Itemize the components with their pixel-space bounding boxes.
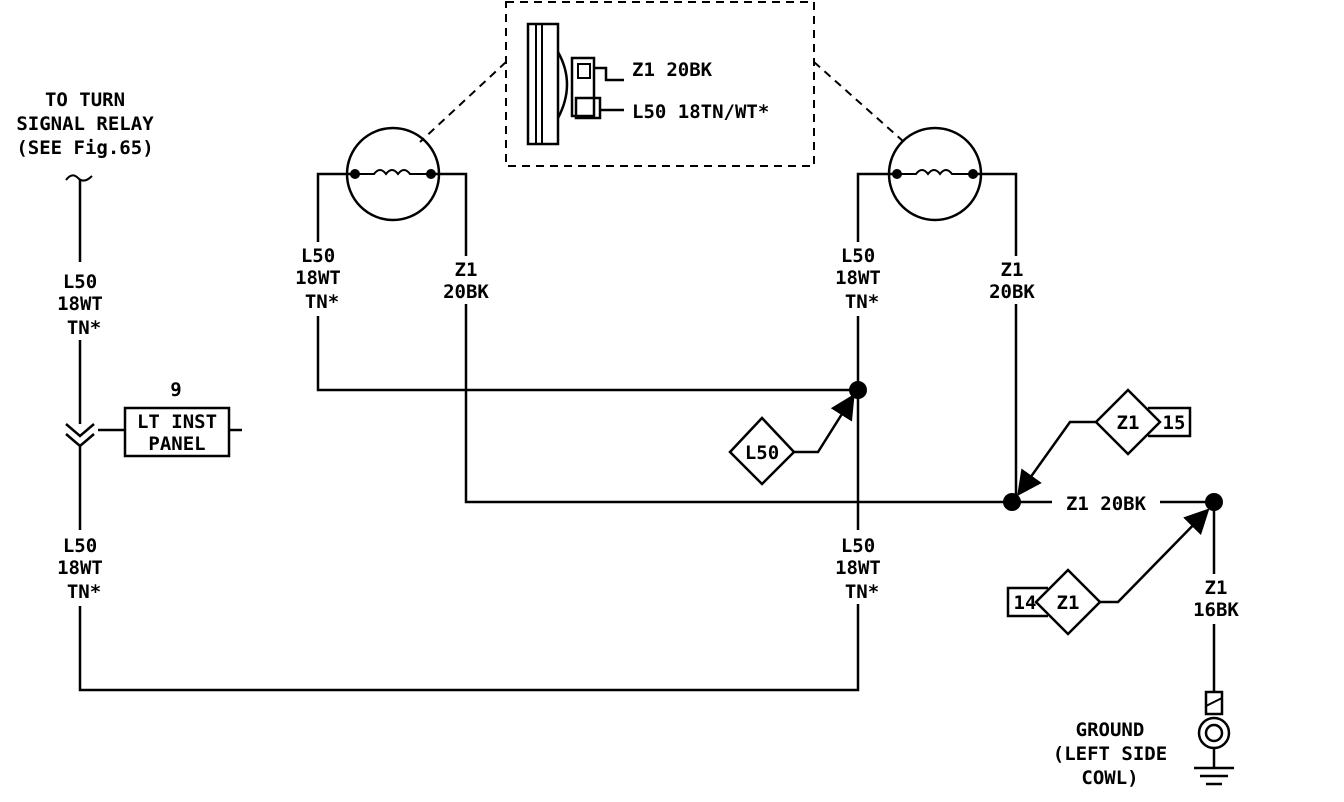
ground-wire-label: Z1 16BK	[1193, 577, 1239, 621]
splice-tag-z1-bottom: Z1 14	[1006, 568, 1102, 636]
connector-number: 9	[170, 379, 181, 401]
splice-tag-l50: L50	[728, 416, 796, 486]
filament-icon	[355, 169, 431, 176]
left-wire-lower-label: L50 18WT TN*	[57, 535, 103, 603]
lamp-left	[345, 126, 441, 222]
splice-dot-l50	[849, 381, 867, 399]
socket-wire-1-label: Z1 20BK	[632, 59, 713, 81]
svg-text:TN*: TN*	[67, 317, 101, 339]
relay-note-line-2: SIGNAL RELAY	[16, 113, 154, 135]
relay-note-line-3: (SEE Fig.65)	[16, 137, 153, 159]
svg-text:18WT: 18WT	[57, 557, 103, 579]
left-lamp-feed-wire	[316, 316, 858, 392]
svg-text:TN*: TN*	[305, 291, 339, 313]
svg-text:14: 14	[1014, 592, 1037, 614]
svg-text:L50: L50	[841, 535, 875, 557]
connector-box	[123, 406, 231, 458]
svg-text:Z1: Z1	[1001, 259, 1024, 281]
left-wire-upper-label: L50 18WT TN*	[57, 271, 103, 339]
svg-text:COWL): COWL)	[1081, 767, 1138, 789]
bus-wire-label: Z1 20BK	[1066, 493, 1147, 515]
svg-text:18WT: 18WT	[835, 557, 881, 579]
svg-text:L50: L50	[63, 271, 97, 293]
wire-break-symbol	[65, 174, 93, 182]
svg-text:L50: L50	[841, 245, 875, 267]
svg-text:Z1: Z1	[1205, 577, 1228, 599]
lamp-right	[887, 126, 983, 222]
socket-icon	[526, 22, 602, 146]
splice-tag-z1-top: Z1 15	[1094, 388, 1192, 456]
svg-text:Z1: Z1	[1117, 412, 1140, 434]
connector-9: 9 LT INST PANEL	[98, 379, 242, 458]
left-lamp-ground-wire	[464, 304, 1012, 504]
svg-text:TN*: TN*	[845, 291, 879, 313]
svg-text:20BK: 20BK	[989, 281, 1035, 303]
connector-label-line-1: LT INST	[137, 411, 217, 433]
connector-label-line-2: PANEL	[148, 433, 205, 455]
lamp-right-wire-b-label: Z1 20BK	[989, 259, 1035, 303]
splice-dot-z1	[1003, 493, 1021, 511]
center-lower-wire-label: L50 18WT TN*	[835, 535, 881, 603]
filament-icon	[897, 169, 973, 176]
svg-text:15: 15	[1163, 412, 1186, 434]
connector-pins	[65, 423, 95, 448]
svg-text:18WT: 18WT	[835, 267, 881, 289]
svg-text:TN*: TN*	[67, 581, 101, 603]
lamp-right-wire-a-label: L50 18WT TN*	[835, 245, 881, 313]
svg-text:L50: L50	[301, 245, 335, 267]
svg-text:20BK: 20BK	[443, 281, 489, 303]
svg-text:(LEFT SIDE: (LEFT SIDE	[1053, 743, 1167, 765]
ground-label: GROUND (LEFT SIDE COWL)	[1053, 719, 1167, 789]
svg-text:18WT: 18WT	[295, 267, 341, 289]
svg-text:16BK: 16BK	[1193, 599, 1239, 621]
svg-text:Z1: Z1	[455, 259, 478, 281]
left-bottom-loop-wire	[78, 604, 860, 692]
socket-detail-box	[505, 1, 815, 167]
svg-text:Z1: Z1	[1057, 592, 1080, 614]
svg-text:18WT: 18WT	[57, 293, 103, 315]
ground-icon	[1194, 690, 1234, 786]
svg-text:GROUND: GROUND	[1076, 719, 1145, 741]
svg-text:L50: L50	[63, 535, 97, 557]
socket-wire-2-label: L50 18TN/WT*	[632, 101, 769, 123]
lamp-left-wire-b-label: Z1 20BK	[443, 259, 489, 303]
relay-note: TO TURN SIGNAL RELAY (SEE Fig.65)	[16, 89, 154, 159]
svg-text:L50: L50	[745, 442, 779, 464]
svg-text:TN*: TN*	[845, 581, 879, 603]
lamp-left-wire-a-label: L50 18WT TN*	[295, 245, 341, 313]
relay-note-line-1: TO TURN	[45, 89, 125, 111]
